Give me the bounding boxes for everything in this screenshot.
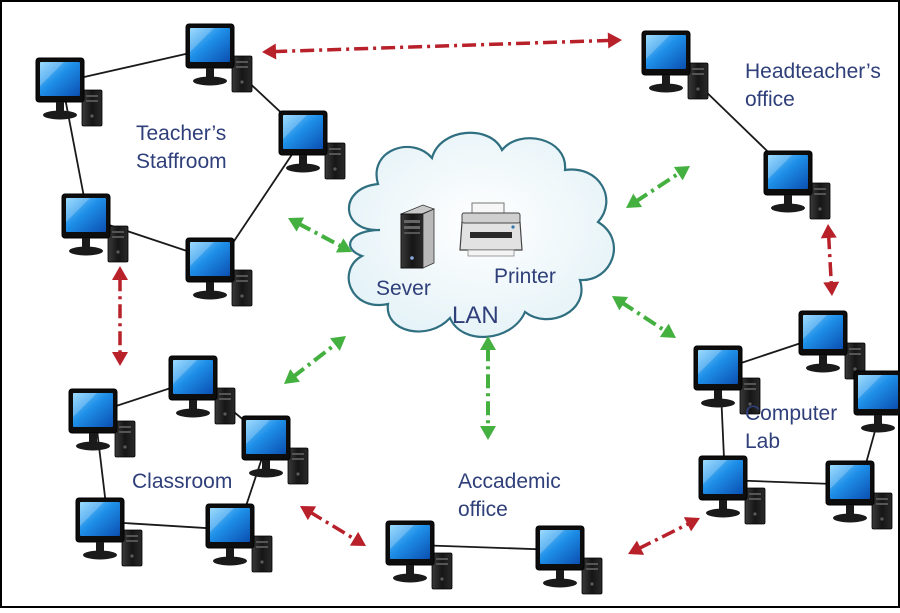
lan-label: LAN <box>452 302 499 329</box>
lan-link-academic-office <box>480 336 496 440</box>
computer-lab-computer-icon <box>798 310 866 380</box>
link-academic-office-computer-lab <box>628 517 700 555</box>
computer-lab-computer-icon <box>698 455 766 525</box>
staffroom-label-line2: Staffroom <box>136 150 227 173</box>
arrowhead <box>628 540 645 555</box>
link-staffroom-classroom <box>112 266 128 366</box>
link-arrows <box>112 32 840 555</box>
link-headteacher-computer-lab <box>820 224 840 296</box>
arrowhead <box>335 238 352 253</box>
arrowhead <box>284 369 300 384</box>
staffroom-computer-icon <box>278 110 346 180</box>
lan-link-headteacher <box>626 166 690 208</box>
lan-link-staffroom <box>288 217 352 253</box>
server-label: Sever <box>376 277 431 300</box>
lan-link-classroom <box>284 336 346 384</box>
link-classroom-academic-office <box>300 506 366 546</box>
academic-office-label-line1: Accademic <box>458 470 561 493</box>
computer-lab-computer-icon <box>853 370 900 440</box>
arrowhead <box>330 336 346 351</box>
headteacher-label-line2: office <box>745 88 795 111</box>
academic-office-computer-icon <box>385 520 453 590</box>
staffroom-computer-icon <box>185 23 253 93</box>
arrowhead <box>262 43 277 60</box>
arrowhead <box>820 224 837 239</box>
classroom-label: Classroom <box>132 470 232 493</box>
arrowhead <box>480 426 496 440</box>
server-icon <box>399 204 436 269</box>
labels: Teacher’s Staffroom Headteacher’s office… <box>132 60 881 521</box>
staffroom-computer-icon <box>35 57 103 127</box>
headteacher-computer-icon <box>641 30 709 100</box>
arrowhead <box>300 506 317 521</box>
computer-lab-label-line1: Computer <box>745 402 837 425</box>
arrowhead <box>626 193 643 208</box>
arrowhead <box>288 217 305 232</box>
headteacher-computer-icon <box>763 150 831 220</box>
classroom-computer-icon <box>75 497 143 567</box>
classroom-computer-icon <box>168 355 236 425</box>
staffroom-computer-icon <box>61 193 129 263</box>
arrowhead <box>673 166 690 181</box>
arrowhead <box>480 336 496 350</box>
arrowhead <box>112 352 128 366</box>
arrowhead <box>659 323 676 338</box>
arrowhead <box>349 531 366 546</box>
classroom-computer-icon <box>68 388 136 458</box>
classroom-computer-icon <box>205 503 273 573</box>
computer-lab-label-line2: Lab <box>745 430 780 453</box>
arrowhead <box>683 517 700 532</box>
computer-lab-computer-icon <box>825 460 893 530</box>
staffroom-computer-icon <box>185 237 253 307</box>
headteacher-label-line1: Headteacher’s <box>745 60 881 83</box>
academic-office-computer-icon <box>535 525 603 595</box>
arrowhead <box>612 296 629 311</box>
lan-link-computer-lab <box>612 296 676 338</box>
staffroom-label-line1: Teacher’s <box>136 122 226 145</box>
printer-icon <box>459 202 523 257</box>
arrowhead <box>823 281 840 296</box>
arrowhead <box>112 266 128 280</box>
classroom-computer-icon <box>241 415 309 485</box>
printer-label: Printer <box>494 265 556 288</box>
link-staffroom-headteacher <box>262 32 622 60</box>
arrowhead <box>607 32 622 49</box>
academic-office-label-line2: office <box>458 498 508 521</box>
